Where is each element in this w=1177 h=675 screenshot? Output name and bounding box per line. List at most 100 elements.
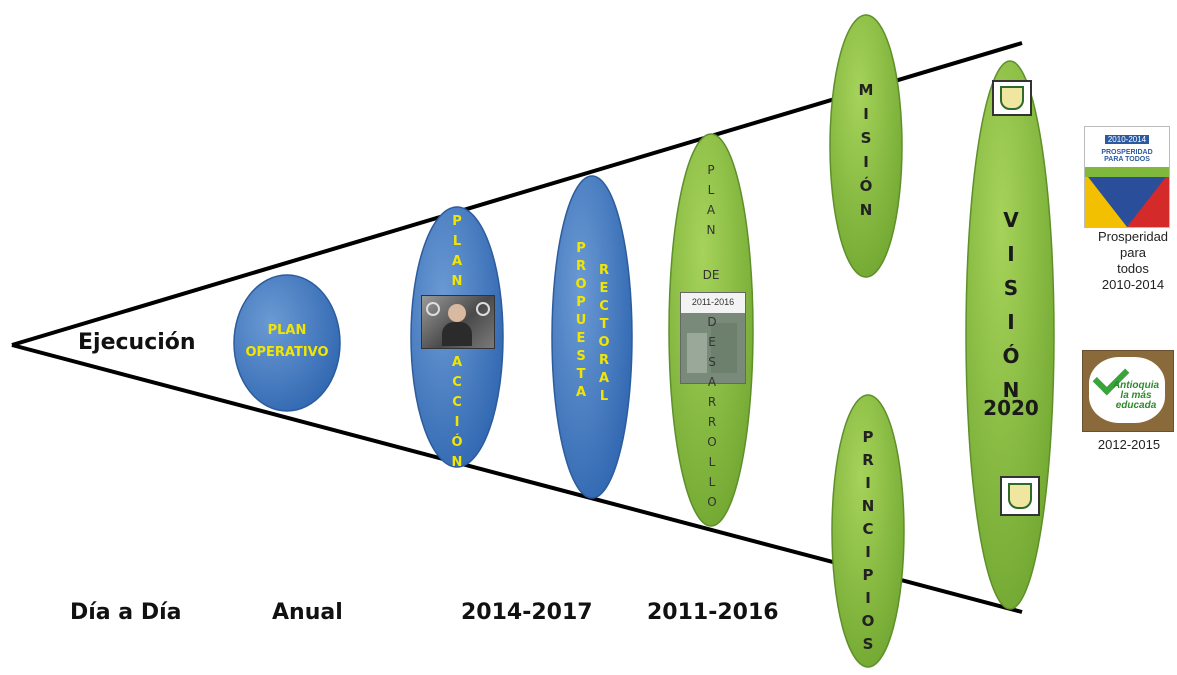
letter: O: [575, 277, 587, 292]
plan-desarrollo-de: DE: [702, 268, 720, 282]
mision-ellipse: [829, 14, 903, 278]
letter: A: [707, 375, 717, 389]
apex-label-ejecucion: Ejecución: [78, 330, 196, 355]
caption-line: para: [1119, 245, 1147, 260]
letter: E: [576, 331, 586, 346]
letter: C: [599, 299, 609, 314]
letter: Ó: [1002, 344, 1020, 368]
letter: P: [707, 163, 715, 177]
institution-shield-icon: [992, 80, 1032, 116]
letter: Ó: [859, 177, 873, 195]
letter: P: [452, 214, 462, 229]
principios-letters: P R I N C I P I O S: [858, 426, 878, 656]
letter: R: [707, 415, 717, 429]
caption-line: todos: [1117, 261, 1149, 276]
antioquia-thumb-line: la más: [1120, 390, 1152, 401]
vision-year: 2020: [983, 396, 1039, 420]
letter: L: [599, 389, 609, 404]
letter: A: [575, 385, 587, 400]
letter: L: [452, 234, 462, 249]
caption-line: Prosperidad: [1097, 229, 1169, 244]
letter: E: [708, 335, 716, 349]
letter: R: [598, 353, 609, 368]
prosperidad-caption: Prosperidad para todos 2010-2014: [1090, 229, 1176, 293]
letter: A: [706, 203, 716, 217]
letter: E: [599, 281, 609, 296]
caption-line: 2010-2014: [1101, 277, 1165, 292]
letter: N: [451, 274, 463, 289]
letter: S: [862, 635, 874, 653]
letter: C: [452, 375, 462, 390]
letter: R: [862, 451, 874, 469]
people-photo-icon: [421, 295, 495, 349]
letter: V: [1003, 208, 1019, 232]
letter: T: [599, 317, 609, 332]
prosperidad-thumb-title: PROSPERIDAD PARA TODOS: [1101, 149, 1153, 163]
letter: N: [1002, 378, 1020, 402]
letter: P: [576, 295, 586, 310]
timeline-label-2011-2016: 2011-2016: [647, 600, 779, 625]
plan-thumb-year: 2011-2016: [691, 297, 735, 307]
letter: O: [707, 435, 717, 449]
timeline-label-dia-a-dia: Día a Día: [70, 600, 182, 625]
plan-desarrollo-desarrollo-letters: D E S A R R O L L O: [704, 312, 720, 512]
letter: A: [451, 254, 463, 269]
letter: I: [454, 415, 460, 430]
plan-operativo-line2: OPERATIVO: [245, 345, 329, 360]
letter: I: [863, 105, 869, 123]
letter: P: [862, 566, 874, 584]
vision-letters: V I S I Ó N: [999, 203, 1023, 407]
letter: A: [598, 371, 610, 386]
letter: U: [575, 313, 587, 328]
plan-accion-top-letters: P L A N: [449, 212, 465, 292]
letter: T: [576, 367, 586, 382]
letter: O: [707, 495, 717, 509]
letter: I: [865, 474, 871, 492]
letter: N: [451, 455, 463, 470]
vision-ellipse: [965, 60, 1055, 610]
letter: N: [706, 223, 716, 237]
letter: S: [576, 349, 586, 364]
antioquia-thumb-line: Antioquia: [1112, 380, 1160, 391]
plan-operativo-ellipse: [233, 274, 341, 412]
letter: C: [862, 520, 874, 538]
letter: O: [861, 612, 875, 630]
letter: O: [598, 335, 610, 350]
letter: R: [575, 259, 586, 274]
prosperidad-thumb-years: 2010-2014: [1105, 135, 1149, 144]
letter: C: [452, 395, 462, 410]
letter: S: [1003, 276, 1019, 300]
timeline-label-anual: Anual: [272, 600, 343, 625]
principios-ellipse: [831, 394, 905, 668]
rectoral-letters: R E C T O R A L: [596, 262, 612, 406]
letter: N: [861, 497, 875, 515]
plan-accion-bottom-letters: A C C I Ó N: [449, 353, 465, 473]
letter: I: [865, 543, 871, 561]
letter: A: [451, 355, 463, 370]
letter: I: [865, 589, 871, 607]
propuesta-letters: P R O P U E S T A: [573, 240, 589, 402]
timeline-label-2014-2017: 2014-2017: [461, 600, 593, 625]
letter: I: [1007, 310, 1015, 334]
institution-shield-icon-bottom: [1000, 476, 1040, 516]
letter: S: [708, 355, 716, 369]
plan-document-cover-icon: 2011-2016: [680, 292, 746, 384]
letter: L: [707, 183, 715, 197]
letter: L: [708, 475, 716, 489]
letter: R: [707, 395, 717, 409]
letter: Ó: [451, 435, 463, 450]
prosperidad-logo-icon: 2010-2014 PROSPERIDAD PARA TODOS: [1084, 126, 1170, 228]
plan-operativo-label: PLAN OPERATIVO: [240, 320, 334, 364]
letter: D: [707, 315, 717, 329]
letter: M: [858, 81, 874, 99]
antioquia-logo-icon: Antioquia la más educada: [1082, 350, 1174, 432]
plan-operativo-line1: PLAN: [267, 323, 307, 338]
letter: P: [862, 428, 874, 446]
letter: I: [863, 153, 869, 171]
propuesta-rectoral-ellipse: [551, 175, 633, 499]
letter: N: [859, 201, 873, 219]
antioquia-caption: 2012-2015: [1097, 437, 1161, 452]
letter: S: [860, 129, 872, 147]
letter: L: [708, 455, 716, 469]
letter: R: [598, 263, 609, 278]
